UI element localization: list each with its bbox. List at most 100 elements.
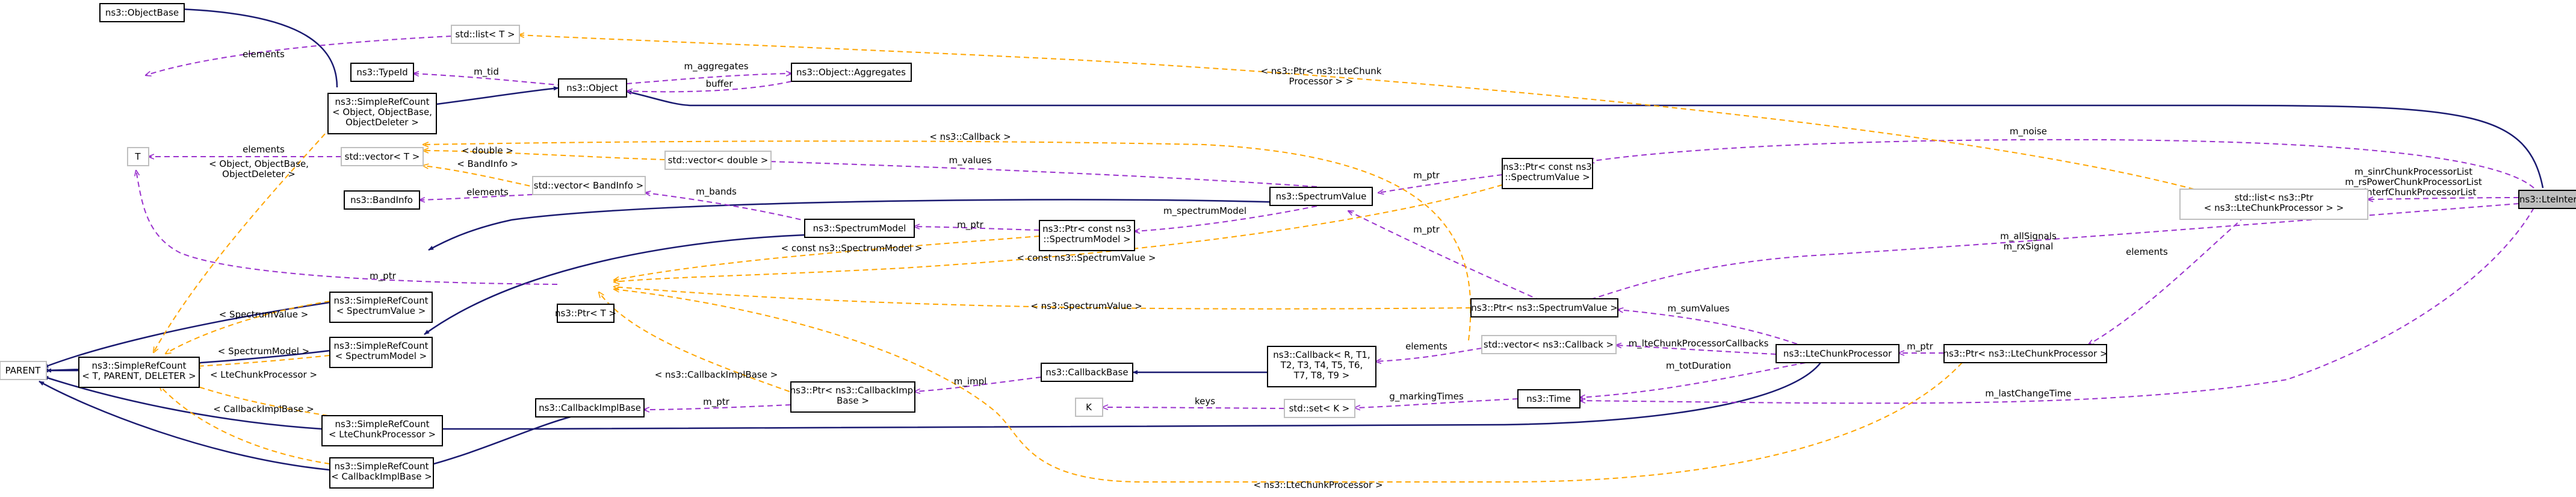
class-node-stdvector-double[interactable]: std::vector< double > — [664, 151, 772, 170]
label-line: ns3::SpectrumModel — [813, 223, 906, 234]
edge-lte-to-time — [1580, 207, 2534, 404]
label-line: m_impl — [954, 376, 987, 387]
edge-label: < CallbackImplBase > — [213, 404, 314, 414]
label-line: ns3::TypeId — [356, 67, 407, 78]
label-line: m_rxSignal — [2004, 241, 2054, 252]
node-label: ns3::SpectrumModel — [813, 223, 906, 234]
class-node-ptr-spectrumvalue[interactable]: ns3::Ptr< ns3::SpectrumValue > — [1470, 298, 1618, 317]
label-line: T — [134, 151, 141, 162]
edge-label: < Object, ObjectBase,ObjectDeleter > — [209, 158, 309, 180]
edge-spectrummodel-to-vector-bandinfo — [645, 193, 810, 222]
label-line: ns3::Ptr< T > — [555, 308, 616, 319]
class-node-srcount-callbackimpl[interactable]: ns3::SimpleRefCount< CallbackImplBase > — [329, 457, 434, 489]
node-label: ns3::SimpleRefCount< SpectrumModel > — [334, 340, 429, 361]
label-line: std::vector< T > — [345, 151, 420, 162]
label-line: < T, PARENT, DELETER > — [82, 370, 196, 381]
label-line: T2, T3, T4, T5, T6, — [1280, 360, 1363, 370]
node-label: ns3::SimpleRefCount< LteChunkProcessor > — [329, 419, 436, 440]
label-line: ns3::Ptr< ns3::LteChunkProcessor > — [1943, 348, 2107, 359]
class-node-srcount-object[interactable]: ns3::SimpleRefCount< Object, ObjectBase,… — [327, 93, 437, 134]
label-line: < SpectrumValue > — [336, 305, 426, 316]
edge-label: elements — [2126, 246, 2168, 257]
edge-ltechunk-to-srcount-ltechunk — [421, 362, 1821, 431]
node-label: ns3::SpectrumValue — [1276, 191, 1367, 202]
class-node-ptr-const-spectrumvalue[interactable]: ns3::Ptr< const ns3::SpectrumValue > — [1502, 158, 1593, 189]
label-line: < ns3::SpectrumValue > — [1030, 301, 1142, 311]
label-line: m_aggregates — [684, 61, 748, 72]
edge-vector-callback-to-callback — [1376, 348, 1482, 361]
label-line: T7, T8, T9 > — [1293, 370, 1350, 381]
edge-label: m_tid — [474, 66, 499, 78]
class-node-ptr-ltechunkprocessor[interactable]: ns3::Ptr< ns3::LteChunkProcessor > — [1943, 344, 2108, 363]
class-node-spectrumvalue[interactable]: ns3::SpectrumValue — [1269, 187, 1373, 206]
label-line: Processor > > — [1289, 76, 1354, 87]
edge-spectrumvalue-to-srcount-spectrumvalue — [428, 199, 1317, 251]
label-line: g_markingTimes — [1389, 391, 1464, 402]
edge-label: m_lastChangeTime — [1985, 388, 2071, 399]
edge-lte-to-ptr-sv-signals — [1577, 203, 2519, 304]
label-line: ::SpectrumValue > — [1505, 172, 1590, 183]
class-node-callbackbase[interactable]: ns3::CallbackBase — [1041, 363, 1133, 382]
node-label: PARENT — [5, 365, 41, 376]
edge-lte-to-ptr-const-sv-noise — [1589, 139, 2534, 189]
label-line: m_noise — [2010, 126, 2047, 137]
edge-srcount-ltechunk-to-parent — [43, 375, 323, 430]
class-node-aggregates[interactable]: ns3::Object::Aggregates — [791, 63, 912, 82]
edge-vector-bandinfo-to-bandinfo — [420, 194, 533, 200]
class-node-ptr-const-spectrummodel[interactable]: ns3::Ptr< const ns3::SpectrumModel > — [1039, 220, 1135, 251]
class-node-typeid[interactable]: ns3::TypeId — [350, 63, 414, 82]
edge-aggregates-to-object-m — [626, 73, 791, 84]
edge-ltechunk-to-time — [1580, 362, 1806, 398]
edge-ltechunk-to-vector-callback — [1616, 345, 1777, 355]
label-line: elements — [2126, 246, 2168, 257]
class-node-srcount-generic[interactable]: ns3::SimpleRefCount< T, PARENT, DELETER … — [78, 357, 200, 388]
label-line: < double > — [462, 145, 513, 156]
edge-ltechunk-to-ptr-sv — [1618, 310, 1806, 348]
label-line: ns3::Object — [566, 83, 618, 93]
label-line: ns3::Ptr< const ns3 — [1503, 161, 1592, 172]
class-node-ltechunkprocessor[interactable]: ns3::LteChunkProcessor — [1776, 344, 1899, 363]
label-line: < ns3::LteChunkProcessor > > — [2204, 202, 2344, 213]
label-line: ns3::Ptr< ns3::SpectrumValue > — [1471, 302, 1618, 313]
class-node-callback[interactable]: ns3::Callback< R, T1,T2, T3, T4, T5, T6,… — [1267, 346, 1376, 387]
class-node-parent[interactable]: PARENT — [0, 361, 47, 380]
edge-label: < const ns3::SpectrumModel > — [781, 243, 923, 254]
class-node-stdlist-ptr-ltechunk[interactable]: std::list< ns3::Ptr< ns3::LteChunkProces… — [2179, 189, 2368, 220]
edges — [39, 6, 2544, 483]
class-node-object[interactable]: ns3::Object — [558, 78, 627, 98]
label-line: ns3::BandInfo — [350, 195, 413, 205]
edge-label: < BandInfo > — [457, 158, 518, 169]
edge-label: m_impl — [954, 376, 987, 387]
node-label: ns3::TypeId — [356, 67, 407, 78]
class-node-stdvector-callback[interactable]: std::vector< ns3::Callback > — [1481, 335, 1617, 354]
node-label: K — [1086, 402, 1092, 413]
class-node-time[interactable]: ns3::Time — [1517, 389, 1581, 408]
edge-callbackbase-to-ptr-callbackimpl — [915, 377, 1042, 392]
class-node-t[interactable]: T — [127, 147, 149, 166]
class-node-bandinfo[interactable]: ns3::BandInfo — [344, 190, 420, 210]
class-node-srcount-ltechunk[interactable]: ns3::SimpleRefCount< LteChunkProcessor > — [321, 415, 443, 446]
class-node-srcount-spectrumvalue[interactable]: ns3::SimpleRefCount< SpectrumValue > — [329, 292, 433, 323]
label-line: m_ptr — [957, 219, 984, 231]
label-line: ns3::SimpleRefCount — [334, 295, 429, 306]
class-node-ptr-t[interactable]: ns3::Ptr< T > — [555, 304, 616, 323]
class-node-lteinterference[interactable]: ns3::LteInterference — [2518, 190, 2576, 209]
class-node-spectrummodel[interactable]: ns3::SpectrumModel — [804, 219, 915, 238]
class-node-k[interactable]: K — [1075, 398, 1103, 417]
edge-label: < const ns3::SpectrumValue > — [1017, 252, 1156, 263]
edge-label: < double > — [462, 145, 513, 156]
class-node-stdset-k[interactable]: std::set< K > — [1284, 399, 1355, 418]
class-node-callbackimplbase[interactable]: ns3::CallbackImplBase — [535, 398, 645, 417]
label-line: < ns3::CallbackImplBase > — [655, 369, 778, 380]
class-node-stdvector-t[interactable]: std::vector< T > — [341, 147, 424, 166]
class-node-srcount-spectrummodel[interactable]: ns3::SimpleRefCount< SpectrumModel > — [329, 337, 433, 368]
label-line: m_ptr — [1413, 224, 1440, 236]
node-label: std::vector< ns3::Callback > — [1484, 339, 1614, 350]
class-node-stdvector-bandinfo[interactable]: std::vector< BandInfo > — [532, 176, 646, 195]
edge-ptr-const-sv-to-ptr-t — [614, 179, 1520, 282]
class-node-stdlist-t[interactable]: std::list< T > — [451, 25, 520, 44]
edge-label: m_ptr — [370, 270, 397, 282]
class-node-objectbase[interactable]: ns3::ObjectBase — [99, 3, 185, 22]
